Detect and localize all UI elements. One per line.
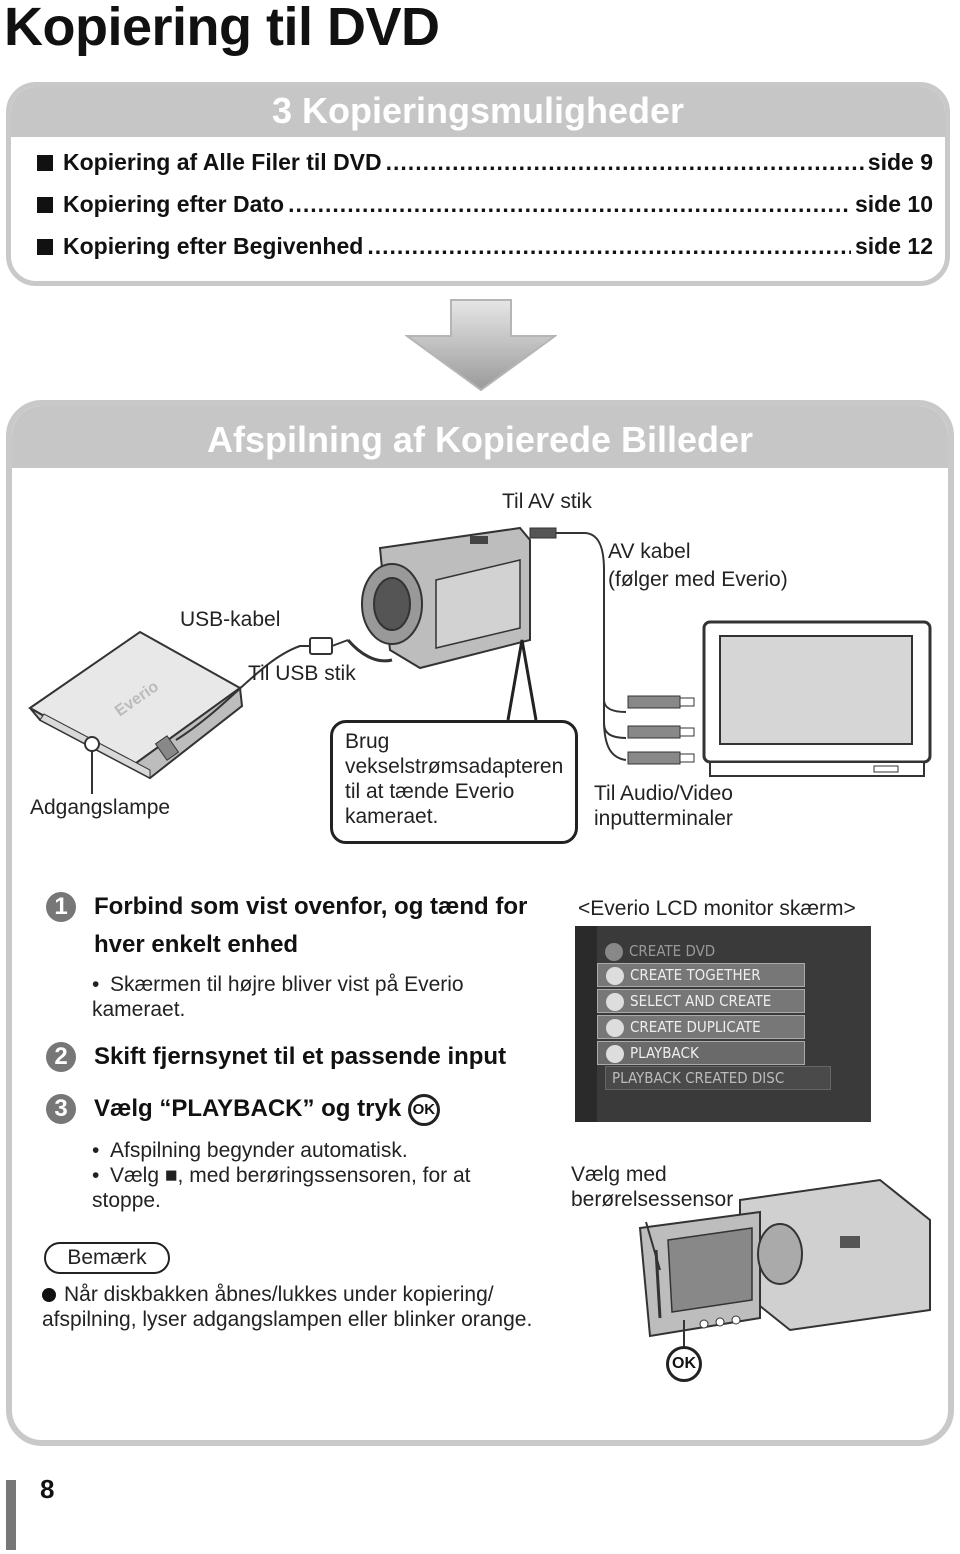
lcd-menu-create-duplicate[interactable]: CREATE DUPLICATE — [597, 1015, 805, 1039]
step-2-text: Skift fjernsynet til et passende input — [94, 1043, 507, 1070]
page-number-bar — [6, 1480, 16, 1550]
step-1-text-line1: Forbind som vist ovenfor, og tænd for — [94, 893, 528, 920]
remark-text: Når diskbakken åbnes/lukkes under kopier… — [42, 1283, 533, 1331]
label-til-av-stik: Til AV stik — [502, 490, 592, 513]
label-audio-video-2: inputterminaler — [594, 807, 733, 830]
dvd-drive-illustration — [28, 630, 244, 794]
option-label: Kopiering efter Dato — [63, 191, 285, 217]
step-3-text: Vælg “PLAYBACK” og tryk OK — [94, 1090, 440, 1128]
disc-icon — [606, 966, 624, 985]
option-page-ref: side 9 — [867, 149, 933, 175]
lcd-screen: CREATE DVD CREATE TOGETHER SELECT AND CR… — [575, 926, 871, 1122]
option-label: Kopiering af Alle Filer til DVD — [63, 149, 382, 175]
touch-sensor-label-1: Vælg med — [571, 1163, 667, 1186]
option-by-date[interactable]: Kopiering efter Dato side 10 — [37, 191, 933, 218]
page-number: 8 — [40, 1474, 55, 1504]
disc-icon — [605, 942, 623, 961]
copy-options-heading: 3 Kopieringsmuligheder — [11, 87, 945, 137]
step-3-bullet-2: •Vælg ■, med berøringssensoren, for at s… — [92, 1164, 471, 1212]
label-til-usb-stik: Til USB stik — [248, 662, 356, 685]
tv-illustration — [702, 620, 932, 777]
label-audio-video-1: Til Audio/Video — [594, 782, 733, 805]
lcd-menu-playback[interactable]: PLAYBACK — [597, 1041, 805, 1065]
playback-heading: Afspilning af Kopierede Billeder — [12, 406, 948, 468]
lcd-menu-create-together[interactable]: CREATE TOGETHER — [597, 963, 805, 987]
label-usb-kabel: USB-kabel — [180, 608, 281, 631]
camcorder-open-lcd-illustration — [638, 1178, 931, 1350]
square-bullet-icon — [37, 197, 53, 213]
square-bullet-icon — [37, 239, 53, 255]
copy-options-box: 3 Kopieringsmuligheder Kopiering af Alle… — [6, 82, 950, 286]
label-av-kabel-note: (følger med Everio) — [608, 568, 788, 591]
camcorder-illustration — [346, 526, 531, 670]
option-page-ref: side 12 — [855, 233, 933, 259]
lcd-side-strip — [575, 926, 597, 1122]
camera-ok-button-icon: OK — [666, 1346, 702, 1382]
step-1-number: 1 — [46, 892, 76, 922]
option-label: Kopiering efter Begivenhed — [63, 233, 364, 259]
square-bullet-icon — [37, 155, 53, 171]
option-all-files[interactable]: Kopiering af Alle Filer til DVD side 9 — [37, 149, 933, 176]
option-by-event[interactable]: Kopiering efter Begivenhed side 12 — [37, 233, 933, 260]
step-3-bullet-1: •Afspilning begynder automatisk. — [92, 1139, 408, 1162]
step-3-number: 3 — [46, 1094, 76, 1124]
lcd-menu-create-dvd[interactable]: CREATE DVD — [597, 940, 715, 962]
step-1-text-line2: hver enkelt enhed — [94, 931, 299, 958]
touch-sensor-label-2: berørelsessensor — [571, 1188, 734, 1211]
down-arrow-icon — [405, 299, 557, 392]
adapter-note: Brug vekselstrømsadapteren til at tænde … — [330, 720, 578, 844]
option-page-ref: side 10 — [855, 191, 933, 217]
disc-icon — [606, 1018, 624, 1037]
disc-icon — [606, 992, 624, 1011]
disc-icon — [606, 1044, 624, 1063]
label-av-kabel: AV kabel — [608, 540, 691, 563]
label-adgangslampe: Adgangslampe — [30, 796, 171, 819]
step-1-bullet: •Skærmen til højre bliver vist på Everio… — [92, 973, 464, 1021]
lcd-menu-playback-created-disc[interactable]: PLAYBACK CREATED DISC — [605, 1066, 831, 1090]
lcd-menu-select-and-create[interactable]: SELECT AND CREATE — [597, 989, 805, 1013]
lcd-caption: <Everio LCD monitor skærm> — [578, 897, 856, 920]
step-2-number: 2 — [46, 1042, 76, 1072]
connection-diagram: Everio — [28, 526, 932, 1350]
bullet-dot-icon — [42, 1288, 56, 1302]
remark-title: Bemærk — [44, 1242, 170, 1274]
page-title: Kopiering til DVD — [4, 0, 440, 57]
ok-button-icon: OK — [407, 1093, 440, 1126]
